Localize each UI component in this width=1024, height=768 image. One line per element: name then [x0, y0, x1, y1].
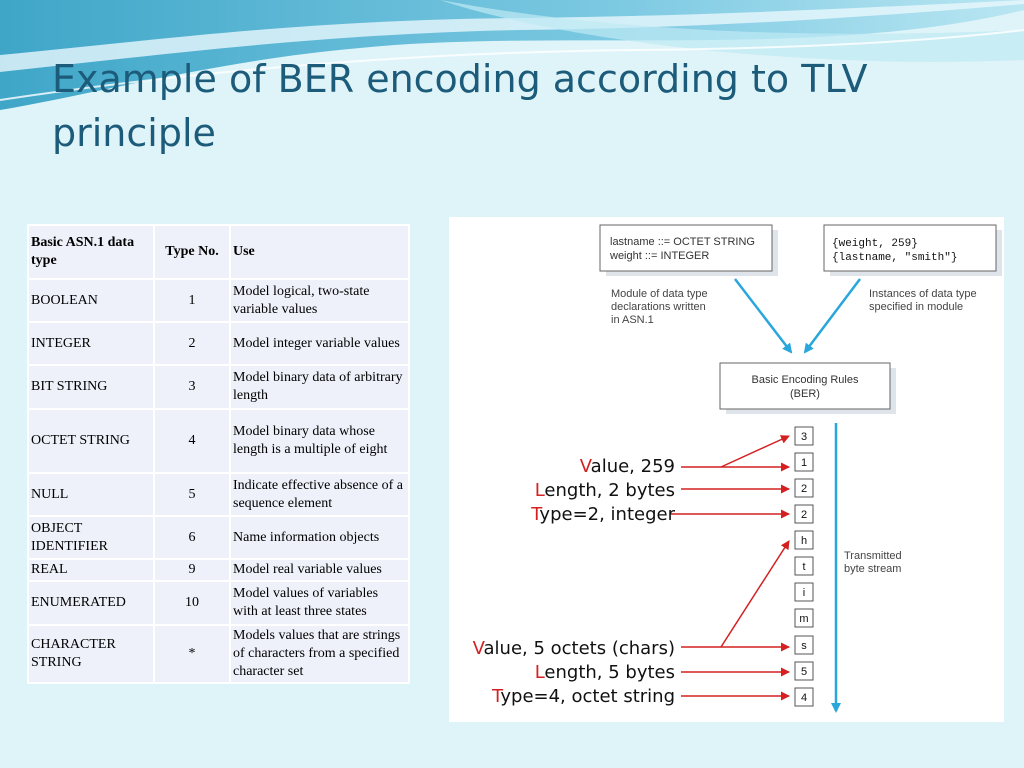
table-row: NULL 5 Indicate effective absence of a s… — [27, 472, 410, 517]
cell-type-number: 6 — [153, 515, 231, 560]
byte-box: 2 — [794, 504, 814, 524]
byte-value: m — [799, 613, 808, 625]
label-length-5-bytes: Length, 5 bytes — [535, 662, 675, 683]
arrow-module-to-ber — [734, 278, 793, 354]
instances-box: {weight, 259} {lastname, "smith"} — [823, 224, 1002, 276]
byte-box: 5 — [794, 661, 814, 681]
stream-caption: Transmitted byte stream — [844, 550, 902, 575]
byte-box: 1 — [794, 452, 814, 472]
label-value-259: Value, 259 — [580, 456, 675, 477]
module-caption: Module of data type declarations written… — [611, 288, 708, 326]
table-header-row: Basic ASN.1 data type Type No. Use — [27, 224, 410, 280]
cell-use: Model values of variables with at least … — [229, 580, 410, 626]
module-caption-line: declarations written — [611, 301, 706, 313]
stream-caption-line: Transmitted — [844, 550, 902, 562]
table-row: BIT STRING 3 Model binary data of arbitr… — [27, 364, 410, 410]
module-caption-line: in ASN.1 — [611, 314, 654, 326]
byte-value: 5 — [801, 666, 807, 678]
byte-value: 2 — [801, 509, 807, 521]
cell-type-number: * — [153, 624, 231, 684]
cell-type-name: NULL — [27, 472, 155, 517]
cell-type-name: CHARACTER STRING — [27, 624, 155, 684]
instances-caption-line: specified in module — [869, 301, 963, 313]
label-type-octet-string: Type=4, octet string — [491, 686, 675, 707]
byte-box: t — [794, 556, 814, 576]
byte-value: h — [801, 535, 807, 547]
cell-type-number: 2 — [153, 321, 231, 366]
module-line2: weight ::= INTEGER — [609, 250, 709, 262]
module-declaration-box: lastname ::= OCTET STRING weight ::= INT… — [599, 224, 778, 276]
byte-box: s — [794, 635, 814, 655]
slide-title-line1: Example of BER encoding according to TLV — [52, 57, 868, 101]
table-row: REAL 9 Model real variable values — [27, 558, 410, 582]
slide-title-line2: principle — [52, 111, 216, 155]
ber-diagram: lastname ::= OCTET STRING weight ::= INT… — [449, 217, 1004, 722]
cell-type-name: OBJECT IDENTIFIER — [27, 515, 155, 560]
cell-type-number: 4 — [153, 408, 231, 474]
cell-type-name: INTEGER — [27, 321, 155, 366]
byte-value: 3 — [801, 431, 807, 443]
cell-type-number: 9 — [153, 558, 231, 582]
instances-line2: {lastname, "smith"} — [832, 252, 957, 264]
module-caption-line: Module of data type — [611, 288, 708, 300]
label-type-integer: Type=2, integer — [530, 504, 675, 525]
asn1-types-table: Basic ASN.1 data type Type No. Use BOOLE… — [27, 224, 410, 684]
byte-value: t — [802, 561, 805, 573]
stream-caption-line: byte stream — [844, 563, 901, 575]
cell-type-name: BIT STRING — [27, 364, 155, 410]
byte-box: i — [794, 582, 814, 602]
label-value-5-octets: Value, 5 octets (chars) — [473, 638, 675, 659]
cell-use: Model real variable values — [229, 558, 410, 582]
header-type-no: Type No. — [153, 224, 231, 280]
label-length-2-bytes: Length, 2 bytes — [535, 480, 675, 501]
background-swoosh — [0, 0, 1024, 110]
module-line1: lastname ::= OCTET STRING — [610, 236, 755, 248]
byte-value: 2 — [801, 483, 807, 495]
byte-value: 4 — [801, 692, 807, 704]
cell-type-name: ENUMERATED — [27, 580, 155, 626]
cell-use: Model binary data whose length is a mult… — [229, 408, 410, 474]
table-row: BOOLEAN 1 Model logical, two-state varia… — [27, 278, 410, 323]
instances-caption: Instances of data type specified in modu… — [869, 288, 977, 313]
table-row: ENUMERATED 10 Model values of variables … — [27, 580, 410, 626]
table-row: OBJECT IDENTIFIER 6 Name information obj… — [27, 515, 410, 560]
header-use: Use — [229, 224, 410, 280]
cell-use: Model integer variable values — [229, 321, 410, 366]
cell-use: Model logical, two-state variable values — [229, 278, 410, 323]
byte-box: h — [794, 530, 814, 550]
arrow-instances-to-ber — [803, 278, 861, 354]
byte-box: 3 — [794, 426, 814, 446]
cell-type-name: REAL — [27, 558, 155, 582]
byte-value: s — [801, 640, 807, 652]
cell-type-name: OCTET STRING — [27, 408, 155, 474]
cell-use: Models values that are strings of charac… — [229, 624, 410, 684]
cell-type-number: 10 — [153, 580, 231, 626]
cell-type-number: 3 — [153, 364, 231, 410]
cell-type-number: 5 — [153, 472, 231, 517]
byte-value: 1 — [801, 457, 807, 469]
cell-use: Model binary data of arbitrary length — [229, 364, 410, 410]
table-row: CHARACTER STRING * Models values that ar… — [27, 624, 410, 684]
ber-box: Basic Encoding Rules (BER) — [719, 362, 896, 414]
table-row: INTEGER 2 Model integer variable values — [27, 321, 410, 366]
cell-use: Name information objects — [229, 515, 410, 560]
header-data-type: Basic ASN.1 data type — [27, 224, 155, 280]
ber-line1: Basic Encoding Rules — [751, 374, 859, 386]
cell-type-number: 1 — [153, 278, 231, 323]
cell-type-name: BOOLEAN — [27, 278, 155, 323]
red-pointer-arrows — [671, 435, 790, 701]
instances-caption-line: Instances of data type — [869, 288, 977, 300]
byte-value: i — [803, 587, 805, 599]
cell-use: Indicate effective absence of a sequence… — [229, 472, 410, 517]
ber-diagram-svg: lastname ::= OCTET STRING weight ::= INT… — [473, 224, 1002, 713]
slide-title: Example of BER encoding according to TLV… — [52, 52, 952, 160]
byte-box: m — [794, 608, 814, 628]
instances-line1: {weight, 259} — [832, 238, 918, 250]
byte-stream: 3 1 2 2 h t i m s 5 4 — [794, 426, 814, 707]
table-row: OCTET STRING 4 Model binary data whose l… — [27, 408, 410, 474]
byte-box: 2 — [794, 478, 814, 498]
byte-box: 4 — [794, 687, 814, 707]
ber-line2: (BER) — [790, 388, 820, 400]
